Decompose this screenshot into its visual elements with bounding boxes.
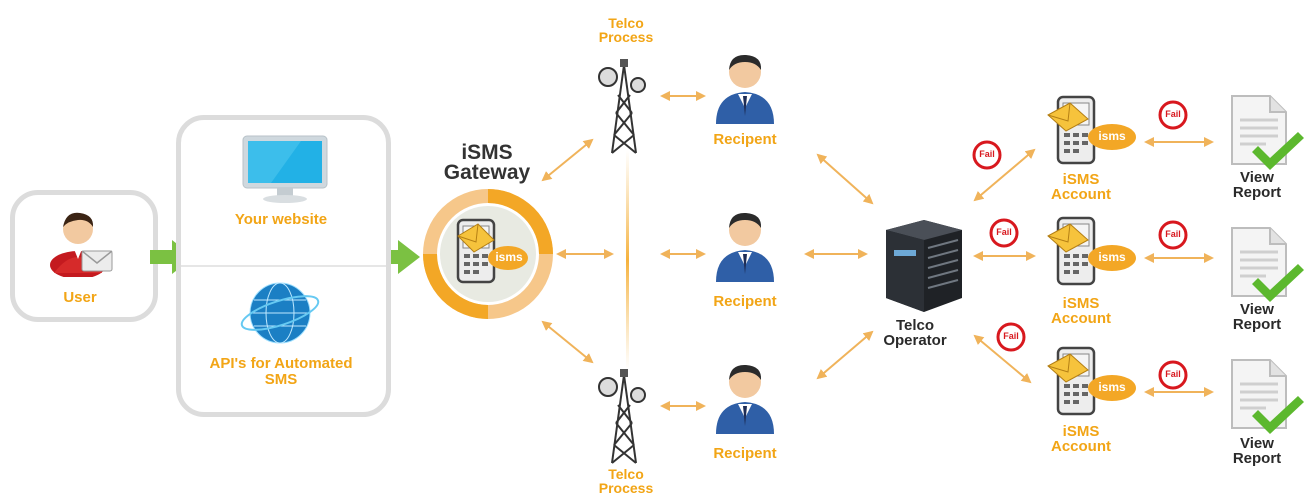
account-badge: isms (1098, 250, 1126, 264)
fail-badge-label: Fail (1165, 109, 1181, 119)
telco-process-top-label: Telco Process (598, 15, 654, 45)
fail-badge-label: Fail (1165, 369, 1181, 379)
green-arrow-icon (376, 240, 420, 274)
report-label[interactable]: View Report (1232, 169, 1282, 201)
fail-badge-label: Fail (979, 149, 995, 159)
telco-process-bottom-label: Telco Process (598, 466, 654, 496)
recipient-icon (712, 50, 778, 124)
account-label: iSMS Account (1051, 171, 1111, 203)
panel-divider (181, 265, 386, 267)
fail-badge (1158, 360, 1188, 390)
recipient-icon (712, 208, 778, 282)
operator-label: Telco Operator (883, 317, 947, 349)
user-with-envelope-icon (44, 205, 116, 279)
report-label[interactable]: View Report (1232, 435, 1282, 467)
account-badge: isms (1098, 380, 1126, 394)
fail-badge (989, 218, 1019, 248)
recipient-label: Recipent (713, 293, 777, 310)
fail-badge (972, 140, 1002, 170)
fail-badge-label: Fail (1165, 229, 1181, 239)
fail-badge-label: Fail (996, 227, 1012, 237)
account-badge: isms (1098, 129, 1126, 143)
fail-badge (996, 322, 1026, 352)
fail-badge (1158, 220, 1188, 250)
gateway-badge: isms (495, 250, 523, 264)
report-document-icon (1224, 224, 1306, 302)
server-icon (880, 216, 966, 316)
report-document-icon (1224, 356, 1306, 434)
phone-envelope-icon (1044, 346, 1140, 420)
globe-icon (238, 280, 322, 346)
report-label[interactable]: View Report (1232, 301, 1282, 333)
account-label: iSMS Account (1051, 295, 1111, 327)
recipient-icon (712, 360, 778, 434)
user-label: User (63, 289, 97, 306)
radio-tower-icon (596, 365, 652, 465)
api-label: API's for Automated SMS (209, 355, 353, 388)
phone-envelope-icon (454, 214, 530, 288)
phone-envelope-icon (1044, 216, 1140, 290)
radio-tower-icon (596, 55, 652, 155)
gateway-title: iSMS Gateway (443, 141, 531, 184)
website-label: Your website (234, 211, 328, 228)
fail-badge (1158, 100, 1188, 130)
monitor-icon (241, 134, 329, 204)
phone-envelope-icon (1044, 95, 1140, 169)
recipient-label: Recipent (713, 131, 777, 148)
recipient-label: Recipent (713, 445, 777, 462)
report-document-icon (1224, 92, 1306, 170)
fail-badge-label: Fail (1003, 331, 1019, 341)
account-label: iSMS Account (1051, 423, 1111, 455)
